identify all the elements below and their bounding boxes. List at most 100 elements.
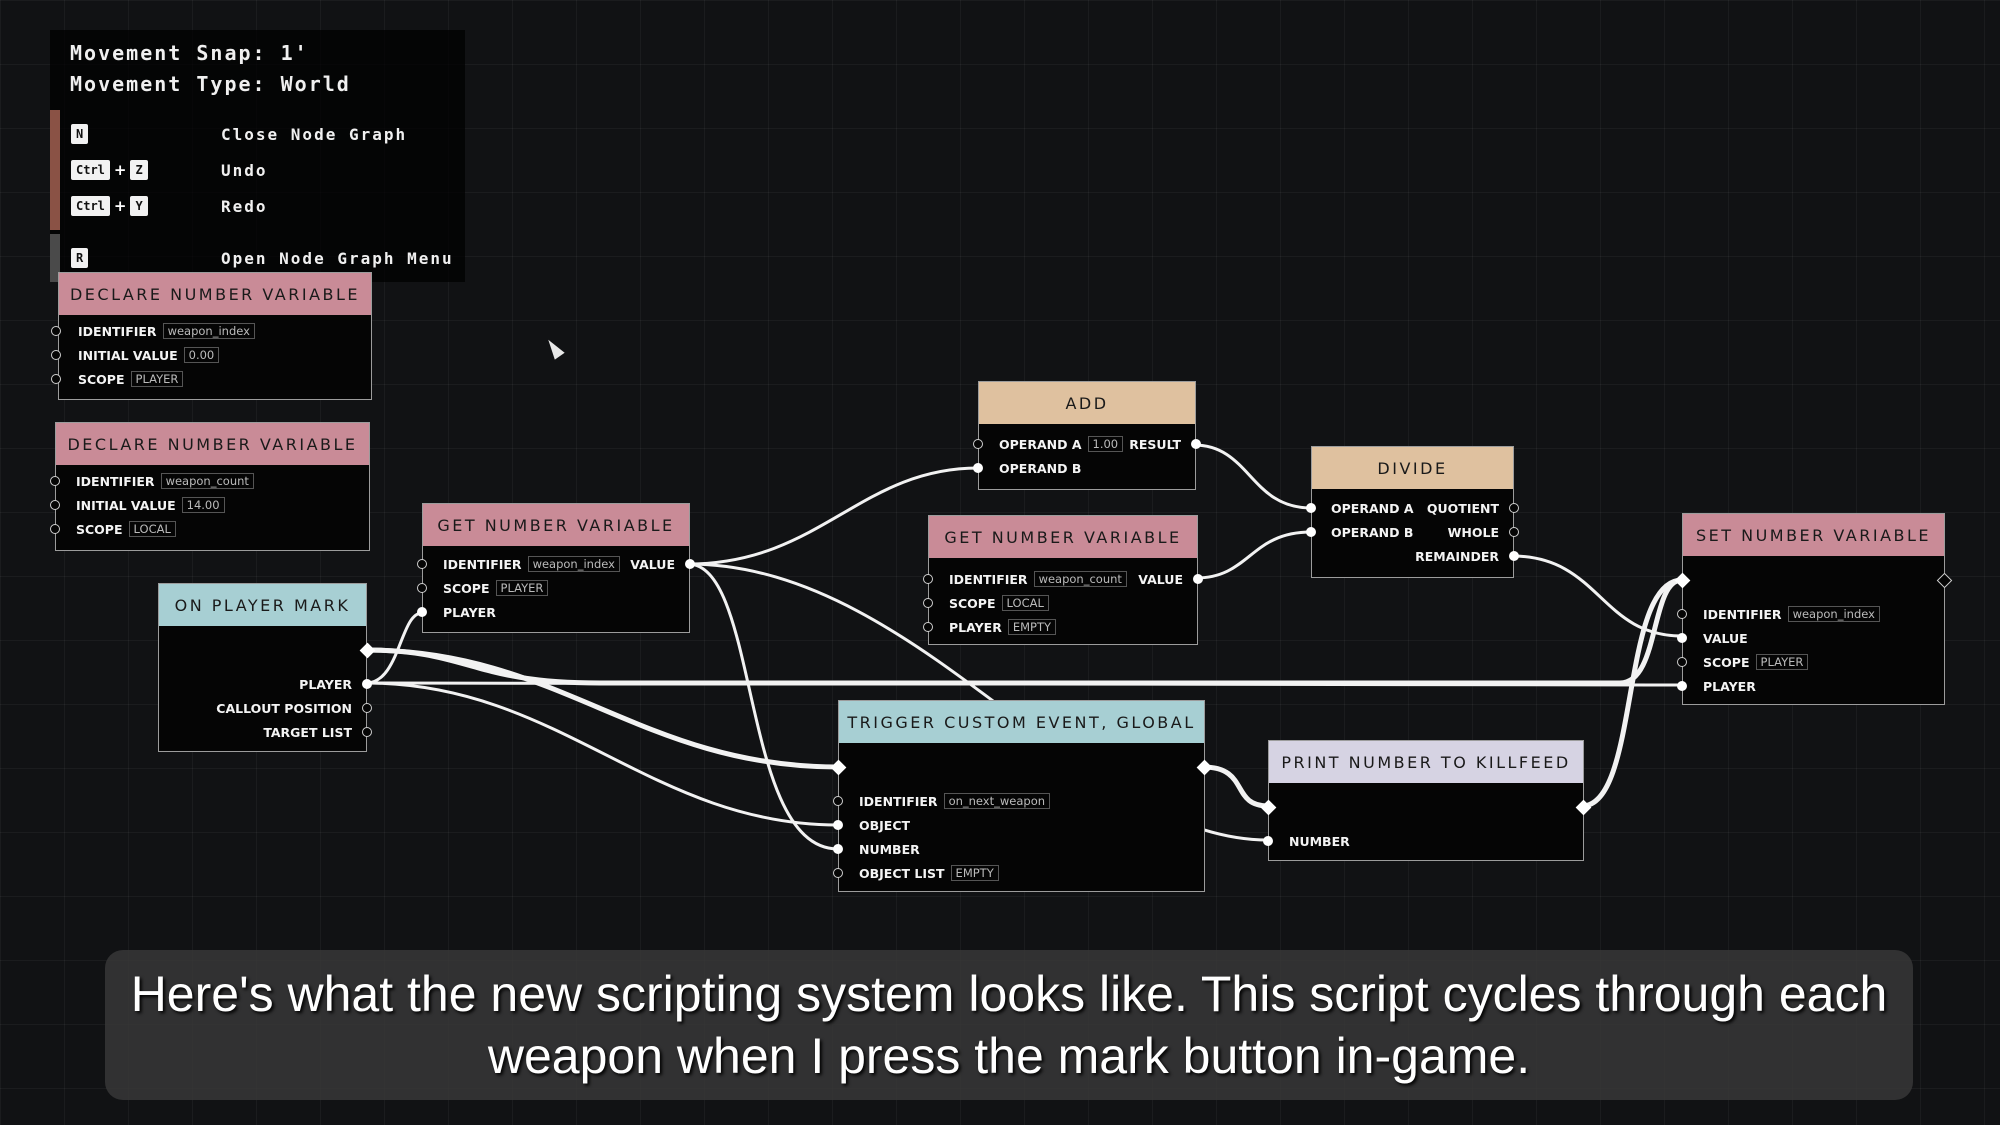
wire-get2-value-to-divide [1195,530,1312,580]
input-port[interactable] [1677,609,1687,619]
input-port[interactable] [923,574,933,584]
subtitle-line-2: weapon when I press the mark button in-g… [487,1028,1531,1084]
shortcut-label: Open Node Graph Menu [221,248,454,268]
node-on-player-mark[interactable]: ON PLAYER MARK PLAYER CALLOUT POSITION T… [158,583,376,752]
shortcut-undo[interactable]: Ctrl+Z Undo [50,152,465,188]
output-port-result[interactable] [1191,439,1201,449]
output-port-value[interactable] [1193,574,1203,584]
node-divide[interactable]: DIVIDE OPERAND A QUOTIENT OPERAND B WHOL… [1306,446,1519,578]
field-player: PLAYER [443,604,496,620]
field-number: NUMBER [859,841,920,857]
shortcut-open-menu[interactable]: R Open Node Graph Menu [50,240,465,276]
node-title: GET NUMBER VARIABLE [929,516,1197,558]
input-port[interactable] [833,796,843,806]
node-title: PRINT NUMBER TO KILLFEED [1269,741,1583,783]
output-port-value[interactable] [685,559,695,569]
node-title: GET NUMBER VARIABLE [423,504,689,546]
input-port[interactable] [50,500,60,510]
input-port[interactable] [973,439,983,449]
shortcut-close-node-graph[interactable]: N Close Node Graph [50,116,465,152]
input-port[interactable] [51,326,61,336]
output-port-player[interactable] [362,679,372,689]
output-port-whole[interactable] [1509,527,1519,537]
movement-type: Movement Type: World [70,72,351,96]
input-port[interactable] [417,559,427,569]
input-port[interactable] [1677,657,1687,667]
input-port[interactable] [833,868,843,878]
input-port-operand-b[interactable] [973,463,983,473]
output-port-remainder[interactable] [1509,551,1519,561]
subtitle-line-1: Here's what the new scripting system loo… [130,966,1888,1022]
input-port-operand-a[interactable] [1306,503,1316,513]
input-port-number[interactable] [833,844,843,854]
output-value-label: VALUE [1138,571,1183,587]
output-port-callout[interactable] [362,703,372,713]
node-title: DECLARE NUMBER VARIABLE [59,273,371,315]
node-title: ON PLAYER MARK [159,584,366,626]
wire-add-result-to-divide [1193,443,1312,510]
input-port[interactable] [50,524,60,534]
input-port-number[interactable] [1263,836,1273,846]
movement-snap: Movement Snap: 1' [70,41,309,65]
shortcut-label: Close Node Graph [221,124,408,144]
output-port-target-list[interactable] [362,727,372,737]
input-port-value[interactable] [1677,633,1687,643]
field-player: PLAYER [1703,678,1756,694]
output-quotient-label: QUOTIENT [1426,500,1499,516]
node-title: TRIGGER CUSTOM EVENT, GLOBAL [839,701,1204,743]
input-port[interactable] [923,622,933,632]
shortcut-group: N Close Node Graph Ctrl+Z Undo Ctrl+Y Re… [50,110,465,230]
shortcut-redo[interactable]: Ctrl+Y Redo [50,188,465,224]
input-port[interactable] [50,476,60,486]
field-operand-b: OPERAND B [1331,524,1414,540]
input-port[interactable] [923,598,933,608]
field-operand-b: OPERAND B [999,460,1082,476]
node-print-number-to-killfeed[interactable]: PRINT NUMBER TO KILLFEED NUMBER [1260,740,1592,861]
field-number: NUMBER [1289,833,1350,849]
input-port[interactable] [51,350,61,360]
key-ctrl: Ctrl [71,160,110,180]
wire-exec-trigger-to-print [1202,764,1269,809]
input-port-player[interactable] [1677,681,1687,691]
output-port-quotient[interactable] [1509,503,1519,513]
key-r: R [71,248,89,268]
wire-exec-print-to-set [1581,577,1683,809]
wire-player-to-trigger-object [365,681,839,827]
input-port[interactable] [417,583,427,593]
wire-exec-mark-to-trigger [365,647,839,770]
node-title: DECLARE NUMBER VARIABLE [56,423,369,465]
shortcut-group: R Open Node Graph Menu [50,234,465,282]
node-title: ADD [979,382,1195,424]
input-port[interactable] [51,374,61,384]
input-port-operand-b[interactable] [1306,527,1316,537]
wire-player-to-get1 [365,611,423,685]
output-value-label: VALUE [630,556,675,572]
input-port-player[interactable] [417,607,427,617]
input-port-object[interactable] [833,820,843,830]
shortcut-hud: Movement Snap: 1' Movement Type: World N… [50,30,465,282]
